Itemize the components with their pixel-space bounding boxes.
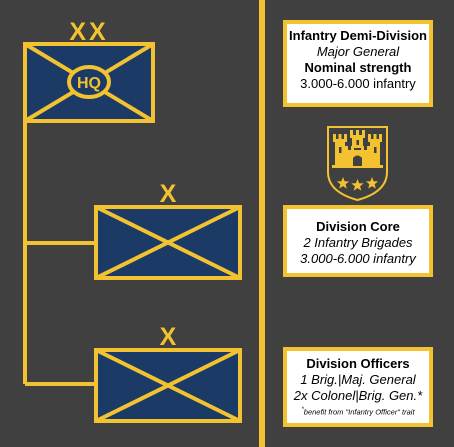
officers-line-1: 1 Brig.|Maj. General xyxy=(300,372,416,387)
core-strength: 3.000-6.000 infantry xyxy=(300,251,416,266)
brigade-unit-symbol xyxy=(94,348,242,423)
brigade-size-marker: X xyxy=(160,180,177,208)
castle-with-three-stars-icon xyxy=(327,126,388,202)
core-brigades: 2 Infantry Brigades xyxy=(303,235,413,250)
strength-heading: Nominal strength xyxy=(304,60,412,75)
division-title: Infantry Demi-Division xyxy=(289,28,427,43)
division-commander: Major General xyxy=(316,44,400,59)
hq-unit-symbol xyxy=(23,42,155,123)
brigade-size-marker: X xyxy=(160,323,177,351)
brigade-unit-symbol xyxy=(94,205,242,280)
hq-label: HQ xyxy=(77,75,101,92)
division-size-marker: XX xyxy=(69,18,108,46)
footnote-text: benefit from "Infantry Officer" trait xyxy=(303,407,415,417)
division-info-box: Infantry Demi-Division Major General Nom… xyxy=(283,20,433,107)
core-title: Division Core xyxy=(316,219,400,234)
connector-lines xyxy=(23,120,96,386)
officers-footnote: *benefit from "Infantry Officer" trait xyxy=(289,404,427,419)
strength-value: 3.000-6.000 infantry xyxy=(300,76,416,91)
footnote-mark: * xyxy=(301,407,304,413)
core-info-box: Division Core 2 Infantry Brigades 3.000-… xyxy=(283,205,433,277)
officers-line-2: 2x Colonel|Brig. Gen.* xyxy=(293,388,423,403)
officers-info-box: Division Officers 1 Brig.|Maj. General 2… xyxy=(283,347,433,427)
officers-title: Division Officers xyxy=(306,356,410,371)
